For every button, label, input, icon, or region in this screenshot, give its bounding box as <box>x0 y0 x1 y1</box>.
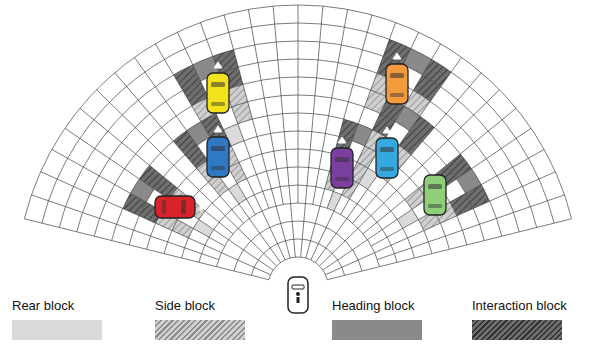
vehicles <box>155 53 446 218</box>
car-rear-window <box>162 200 166 214</box>
car-body <box>207 73 229 113</box>
car-body <box>424 175 446 215</box>
legend-swatch <box>12 320 102 340</box>
car-windshield <box>335 157 349 162</box>
heading-arrow <box>393 53 401 59</box>
car-rear-window <box>211 102 225 106</box>
ego-sensor <box>296 292 300 296</box>
heading-arrow <box>338 137 346 143</box>
grid-spoke <box>306 15 372 258</box>
heading-arrow <box>214 126 222 132</box>
block-cell <box>139 165 163 189</box>
heading-arrow <box>200 203 206 211</box>
vehicle <box>207 126 229 177</box>
vehicle <box>386 53 408 104</box>
grid-spoke <box>301 6 323 257</box>
grid-spoke <box>298 5 299 203</box>
car-body <box>155 196 195 218</box>
legend-entry: Interaction block <box>472 298 582 342</box>
car-windshield <box>181 200 186 214</box>
legend-label: Rear block <box>12 298 122 313</box>
grid-spoke <box>323 128 531 270</box>
grid-spoke <box>327 219 572 280</box>
grid-spoke <box>134 57 280 262</box>
car-body <box>376 138 398 178</box>
heading-arrow <box>383 127 391 133</box>
legend-swatch <box>332 320 422 340</box>
grid-spoke <box>311 32 419 260</box>
block-cell <box>174 65 201 91</box>
vehicle <box>376 127 398 178</box>
legend-label: Side block <box>155 298 265 313</box>
grid-spoke <box>80 108 233 233</box>
heading-arrow <box>431 164 439 170</box>
grid-spoke <box>327 22 396 208</box>
car-body <box>331 148 353 188</box>
grid-spoke <box>115 73 244 223</box>
car-body <box>386 64 408 104</box>
ego-vehicle <box>288 277 308 313</box>
grid-ring <box>251 239 344 275</box>
block-cell <box>466 185 490 209</box>
legend-entry: Heading block <box>332 298 442 342</box>
block-cell <box>422 59 451 86</box>
car-rear-window <box>428 204 442 208</box>
grid-ring <box>216 203 379 267</box>
grid-spoke <box>52 149 225 246</box>
legend-swatch <box>472 320 562 340</box>
block-cell <box>201 113 224 136</box>
block-cell <box>173 131 197 155</box>
grid-spoke <box>24 219 269 280</box>
grid-spoke <box>319 90 499 266</box>
car-rear-window <box>211 166 225 170</box>
legend-label: Heading block <box>332 298 442 313</box>
polar-grid <box>24 5 571 280</box>
grid-spoke <box>273 6 295 257</box>
grid-ring <box>234 221 362 271</box>
car-windshield <box>211 146 225 151</box>
car-rear-window <box>335 177 349 181</box>
car-windshield <box>211 82 225 87</box>
car-windshield <box>380 147 394 152</box>
ego-body <box>288 277 308 313</box>
legend-entry: Side block <box>155 298 265 342</box>
grid-spoke <box>325 172 555 275</box>
grid-spoke <box>200 22 269 208</box>
grid-spoke <box>363 108 516 233</box>
grid-spoke <box>155 44 255 215</box>
block-cell <box>409 116 434 141</box>
car-windshield <box>428 184 442 189</box>
vehicle <box>207 62 229 113</box>
grid-spoke <box>41 172 271 275</box>
vehicle <box>331 137 353 188</box>
block-cell <box>123 193 146 216</box>
grid-spoke <box>353 73 482 223</box>
vehicle <box>424 164 446 215</box>
car-rear-window <box>380 167 394 171</box>
car-windshield <box>390 73 404 78</box>
grid-spoke <box>224 15 290 258</box>
grid-spoke <box>97 90 277 266</box>
car-body <box>207 137 229 177</box>
legend-label: Interaction block <box>472 298 582 313</box>
grid-spoke <box>177 32 285 260</box>
legend-swatch <box>155 320 245 340</box>
block-cell <box>327 191 342 211</box>
grid-spoke <box>315 57 461 262</box>
grid-spoke <box>65 128 273 270</box>
heading-arrow <box>214 62 222 68</box>
legend-entry: Rear block <box>12 298 122 342</box>
vehicle <box>155 196 206 218</box>
grid-spoke <box>248 9 283 204</box>
car-rear-window <box>390 93 404 97</box>
block-cell <box>447 154 472 179</box>
grid-ring <box>24 5 571 219</box>
block-cells <box>123 39 490 238</box>
block-cell <box>383 39 411 64</box>
ego-windshield <box>292 285 304 289</box>
ego-sensor-mount <box>297 297 300 303</box>
